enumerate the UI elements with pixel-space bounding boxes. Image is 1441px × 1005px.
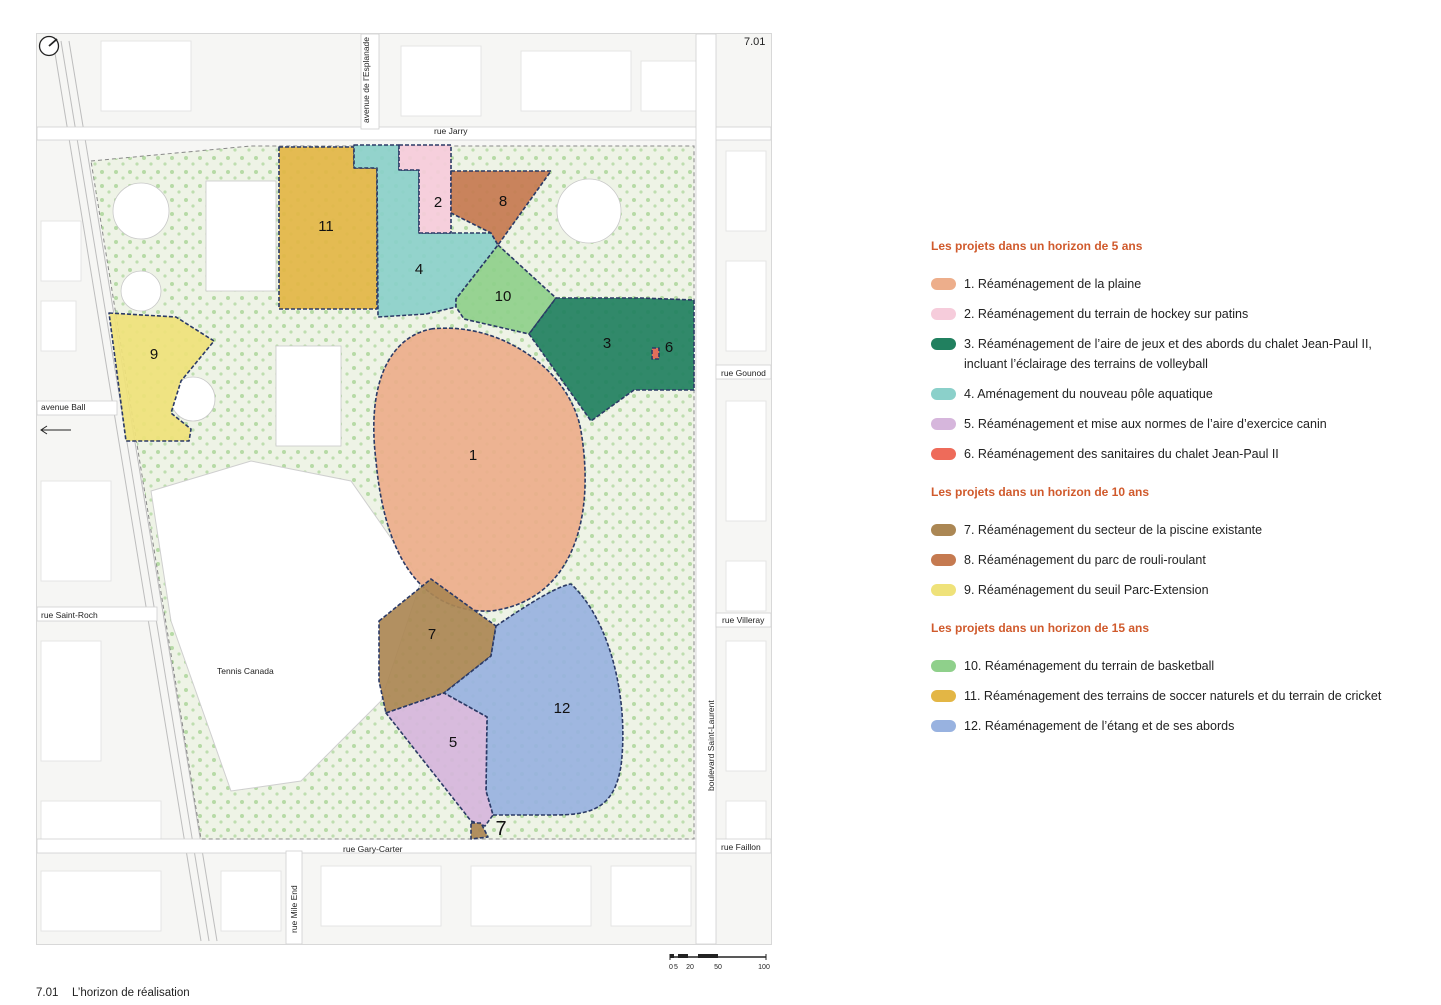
zone-1[interactable] (372, 327, 586, 612)
project-zones (108, 144, 695, 840)
street-label-jarry: rue Jarry (434, 126, 468, 136)
scale-tick-0: 0 (669, 964, 673, 971)
legend-item: 3. Réaménagement de l’aire de jeux et de… (931, 334, 1436, 374)
legend-swatch (931, 278, 956, 290)
legend-item: 6. Réaménagement des sanitaires du chale… (931, 444, 1436, 464)
legend-label: 11. Réaménagement des terrains de soccer… (964, 689, 1382, 703)
zone-number-7-small: 7 (495, 818, 506, 840)
scale-tick-50: 50 (714, 964, 722, 971)
legend-label: 4. Aménagement du nouveau pôle aquatique (964, 387, 1213, 401)
legend-label: 7. Réaménagement du secteur de la piscin… (964, 523, 1263, 537)
zone-number-11: 11 (318, 218, 334, 235)
scale-tick-20: 20 (686, 964, 694, 971)
legend-label: 2. Réaménagement du terrain de hockey su… (964, 307, 1249, 321)
street-label-mile-end: rue Mile End (289, 885, 299, 933)
legend-label: 10. Réaménagement du terrain de basketba… (964, 659, 1215, 673)
street-label-saint-laurent: boulevard Saint-Laurent (706, 700, 716, 791)
legend-swatch (931, 388, 956, 400)
legend-item: 5. Réaménagement et mise aux normes de l… (931, 414, 1436, 434)
legend-group-10-years: Les projets dans un horizon de 10 ans 7.… (931, 484, 1436, 600)
legend-label: 5. Réaménagement et mise aux normes de l… (964, 417, 1327, 431)
legend-swatch (931, 524, 956, 536)
legend-label: 12. Réaménagement de l’étang et de ses a… (964, 719, 1235, 733)
zone-number-5: 5 (449, 734, 457, 751)
figure-caption: 7.01 L’horizon de réalisation (36, 987, 190, 999)
legend-item: 9. Réaménagement du seuil Parc-Extension (931, 580, 1436, 600)
street-label-ball: avenue Ball (41, 402, 86, 412)
zone-number-9: 9 (150, 346, 158, 363)
legend-item: 12. Réaménagement de l’étang et de ses a… (931, 716, 1436, 736)
legend-heading: Les projets dans un horizon de 10 ans (931, 485, 1150, 499)
streets (37, 34, 771, 944)
legend-swatch (931, 660, 956, 672)
zone-8[interactable] (450, 170, 552, 246)
legend-item: 7. Réaménagement du secteur de la piscin… (931, 520, 1436, 540)
street-label-faillon: rue Faillon (721, 842, 761, 852)
caption-title: L’horizon de réalisation (72, 987, 190, 999)
legend-swatch (931, 690, 956, 702)
scale-tick-100: 100 (758, 964, 770, 971)
legend-group-5-years: Les projets dans un horizon de 5 ans 1. … (931, 238, 1436, 464)
legend-group-15-years: Les projets dans un horizon de 15 ans 10… (931, 620, 1436, 736)
legend-heading: Les projets dans un horizon de 15 ans (931, 621, 1150, 635)
legend-item: 4. Aménagement du nouveau pôle aquatique (931, 384, 1436, 404)
legend-item: 10. Réaménagement du terrain de basketba… (931, 656, 1436, 676)
legend-item: 11. Réaménagement des terrains de soccer… (931, 686, 1436, 706)
zone-3[interactable] (528, 297, 695, 422)
legend: Les projets dans un horizon de 5 ans 1. … (931, 238, 1436, 756)
legend-swatch (931, 338, 956, 350)
zone-number-6: 6 (665, 339, 673, 356)
street-label-villeray: rue Villeray (722, 615, 765, 625)
zone-6[interactable] (651, 347, 660, 360)
zone-5[interactable] (385, 692, 494, 827)
street-label-gary-carter: rue Gary-Carter (343, 844, 403, 854)
zone-2[interactable] (398, 144, 452, 234)
zone-number-7: 7 (428, 626, 436, 643)
zone-numbers: 1 2 3 4 5 6 7 7 8 9 10 11 12 (150, 193, 673, 840)
street-label-gounod: rue Gounod (721, 368, 766, 378)
surrounding-buildings (40, 40, 767, 932)
legend-label: 6. Réaménagement des sanitaires du chale… (964, 447, 1279, 461)
rail-lines (52, 40, 218, 942)
zone-number-8: 8 (499, 193, 507, 210)
legend-swatch (931, 448, 956, 460)
legend-heading: Les projets dans un horizon de 5 ans (931, 239, 1143, 253)
north-compass-icon (38, 35, 60, 57)
legend-label: 8. Réaménagement du parc de rouli-roulan… (964, 553, 1206, 567)
legend-swatch (931, 554, 956, 566)
site-map: 1 2 3 4 5 6 7 7 8 9 10 11 12 rue Jarry a… (36, 33, 772, 945)
sports-fields (112, 178, 622, 447)
legend-swatch (931, 720, 956, 732)
street-label-esplanade: avenue de l’Esplanade (361, 37, 371, 123)
legend-item: 1. Réaménagement de la plaine (931, 274, 1436, 294)
scale-bar: 0 5 20 50 100 (669, 954, 770, 971)
zone-number-3: 3 (603, 335, 611, 352)
tennis-canada-label: Tennis Canada (217, 666, 274, 676)
legend-label: 3. Réaménagement de l’aire de jeux et de… (964, 337, 1372, 371)
legend-item: 8. Réaménagement du parc de rouli-roulan… (931, 550, 1436, 570)
legend-label: 9. Réaménagement du seuil Parc-Extension (964, 583, 1209, 597)
zone-number-12: 12 (554, 700, 571, 717)
zone-number-1: 1 (469, 447, 477, 464)
legend-item: 2. Réaménagement du terrain de hockey su… (931, 304, 1436, 324)
zone-12[interactable] (443, 583, 624, 816)
legend-swatch (931, 584, 956, 596)
legend-label: 1. Réaménagement de la plaine (964, 277, 1142, 291)
sheet-number: 7.01 (744, 36, 766, 48)
zone-7-small[interactable] (470, 822, 489, 840)
west-arrow-icon (40, 425, 71, 435)
legend-swatch (931, 308, 956, 320)
legend-swatch (931, 418, 956, 430)
tennis-canada-complex (150, 460, 422, 792)
street-labels: rue Jarry avenue de l’Esplanade rue Goun… (41, 37, 766, 933)
map-drawing: 1 2 3 4 5 6 7 7 8 9 10 11 12 rue Jarry a… (37, 34, 771, 944)
zone-number-2: 2 (434, 194, 442, 211)
street-label-saint-roch: rue Saint-Roch (41, 610, 98, 620)
zone-9[interactable] (108, 312, 215, 442)
caption-number: 7.01 (36, 987, 59, 999)
zone-number-10: 10 (495, 288, 512, 305)
scale-tick-5: 5 (674, 964, 678, 971)
zone-number-4: 4 (415, 261, 423, 278)
